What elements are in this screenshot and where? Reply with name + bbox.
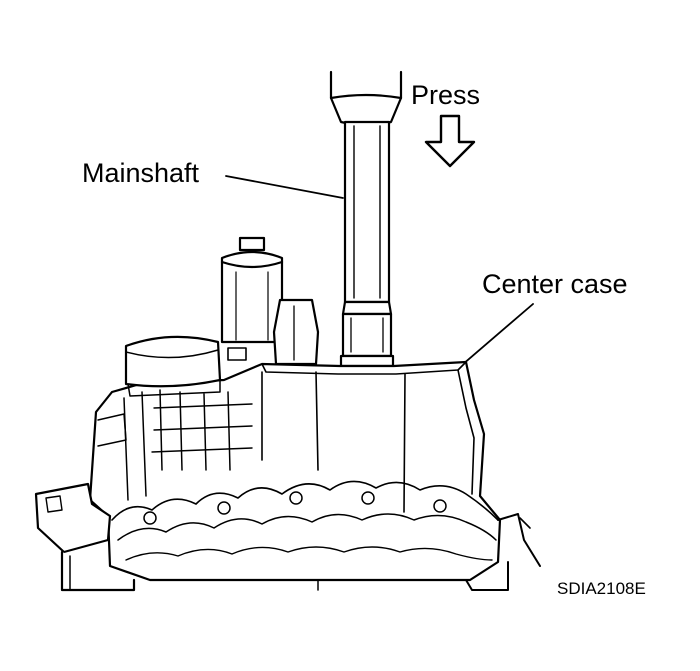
press-label: Press — [411, 80, 481, 110]
press-arrow-icon — [424, 114, 476, 168]
mainshaft-shape — [339, 120, 395, 368]
left-flange-shape — [34, 482, 112, 554]
bracket-shape — [272, 298, 320, 366]
center-case-label: Center case — [482, 269, 628, 299]
mainshaft-leader-line — [225, 175, 344, 199]
center-case-shape — [88, 347, 502, 582]
cylinder-component — [220, 236, 284, 344]
cap-component — [124, 335, 222, 397]
base-support-shape — [60, 550, 509, 592]
figure-code-label: SDIA2108E — [557, 579, 646, 598]
press-ram — [329, 70, 403, 127]
mainshaft-label: Mainshaft — [82, 158, 200, 188]
right-corner-shape — [497, 513, 541, 567]
